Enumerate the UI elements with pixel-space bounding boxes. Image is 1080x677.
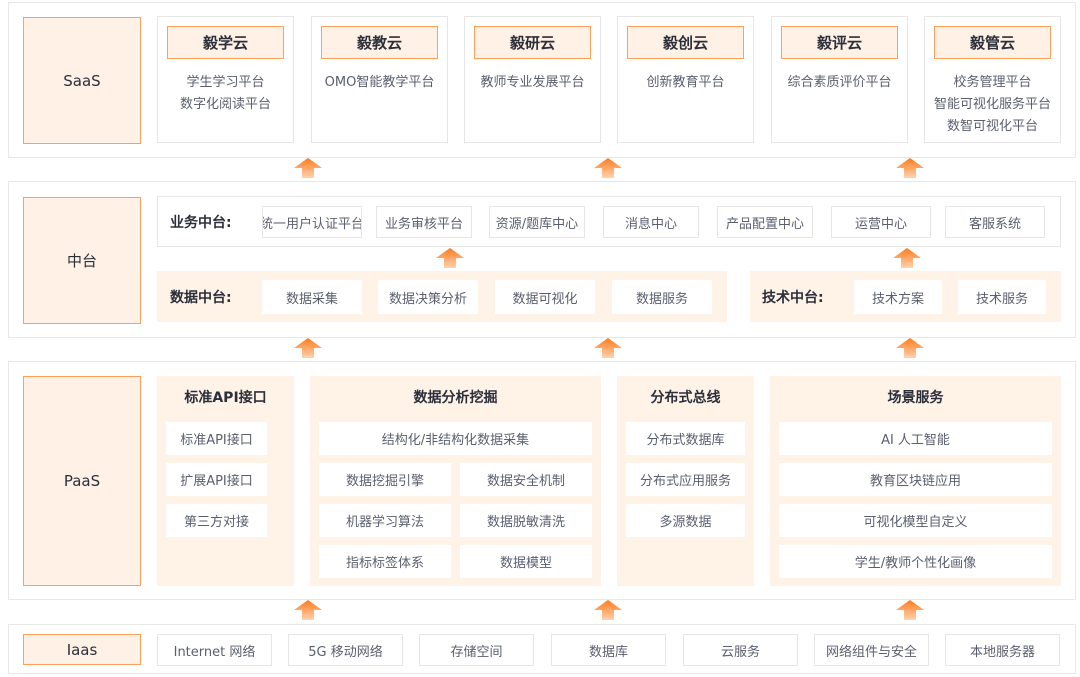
paas-column-title: 分布式总线 [650,390,721,406]
paas-item: 分布式数据库 [626,422,745,455]
tech-item: 技术方案 [854,280,942,314]
business-item: 业务审核平台 [376,206,472,238]
saas-product-card: 毅研云教师专业发展平台 [464,16,601,143]
paas-item: 指标标签体系 [319,545,451,578]
saas-product-card: 毅管云校务管理平台智能可视化服务平台数智可视化平台 [924,16,1061,143]
business-item: 消息中心 [603,206,699,238]
paas-item: 扩展API接口 [166,463,267,496]
up-arrow-icon [293,338,323,358]
product-platforms: 教师专业发展平台 [465,72,600,94]
up-arrow-icon [895,158,925,178]
paas-item: 数据安全机制 [460,463,592,496]
business-item: 统一用户认证平台 [262,206,362,238]
saas-product-card: 毅创云创新教育平台 [617,16,754,143]
iaas-item: 云服务 [683,634,798,666]
data-item: 数据可视化 [495,280,595,314]
up-arrow-icon [895,600,925,620]
platform-name: 数智可视化平台 [946,119,1038,134]
iaas-label: Iaas [23,634,141,665]
business-item: 产品配置中心 [717,206,813,238]
product-platforms: 校务管理平台智能可视化服务平台数智可视化平台 [925,72,1060,138]
saas-product-card: 毅评云综合素质评价平台 [771,16,908,143]
tech-item: 技术服务 [958,280,1046,314]
paas-column-title: 场景服务 [887,390,944,406]
platform-name: 综合素质评价平台 [787,75,892,90]
business-platform-title: 业务中台: [170,215,232,231]
product-title: 毅研云 [474,26,591,59]
paas-item: 学生/教师个性化画像 [779,545,1052,578]
platform-name: 创新教育平台 [646,75,725,90]
iaas-item: Internet 网络 [157,634,272,666]
up-arrow-icon [435,248,465,268]
platform-name: 数字化阅读平台 [179,97,271,112]
product-platforms: 学生学习平台数字化阅读平台 [158,72,293,116]
data-item: 数据采集 [262,280,362,314]
up-arrow-icon [593,338,623,358]
paas-label: PaaS [23,376,141,586]
up-arrow-icon [593,600,623,620]
data-item: 数据服务 [612,280,712,314]
paas-item: 数据模型 [460,545,592,578]
iaas-item: 网络组件与安全 [814,634,929,666]
platform-name: 校务管理平台 [953,75,1032,90]
product-platforms: 创新教育平台 [618,72,753,94]
middle-label: 中台 [23,197,141,324]
paas-item: 标准API接口 [166,422,267,455]
tech-platform-title: 技术中台: [762,290,824,306]
platform-name: 学生学习平台 [186,75,265,90]
iaas-item: 5G 移动网络 [288,634,403,666]
saas-label: SaaS [23,17,141,144]
platform-name: 智能可视化服务平台 [933,97,1051,112]
paas-item: 机器学习算法 [319,504,451,537]
paas-column-title: 数据分析挖掘 [413,390,498,406]
paas-item: 数据脱敏清洗 [460,504,592,537]
saas-product-card: 毅教云 OMO智能教学平台 [311,16,448,143]
product-platforms: 综合素质评价平台 [772,72,907,94]
up-arrow-icon [593,158,623,178]
product-title: 毅教云 [321,26,438,59]
iaas-item: 本地服务器 [945,634,1060,666]
data-platform-title: 数据中台: [170,290,232,306]
business-item: 运营中心 [831,206,931,238]
business-item: 客服系统 [945,206,1045,238]
up-arrow-icon [892,248,922,268]
platform-name: 教师专业发展平台 [480,75,585,90]
paas-column-title: 标准API接口 [184,390,267,406]
saas-product-card: 毅学云学生学习平台数字化阅读平台 [157,16,294,143]
paas-item: 结构化/非结构化数据采集 [319,422,592,455]
up-arrow-icon [293,600,323,620]
paas-item: 第三方对接 [166,504,267,537]
paas-item: 数据挖掘引擎 [319,463,451,496]
data-item: 数据决策分析 [378,280,478,314]
paas-item: 教育区块链应用 [779,463,1052,496]
product-title: 毅创云 [627,26,744,59]
paas-item: AI 人工智能 [779,422,1052,455]
paas-item: 分布式应用服务 [626,463,745,496]
platform-name: OMO智能教学平台 [324,75,435,90]
product-title: 毅评云 [781,26,898,59]
up-arrow-icon [293,158,323,178]
up-arrow-icon [895,338,925,358]
paas-item: 多源数据 [626,504,745,537]
iaas-item: 存储空间 [419,634,534,666]
product-title: 毅学云 [167,26,284,59]
paas-item: 可视化模型自定义 [779,504,1052,537]
product-platforms: OMO智能教学平台 [312,72,447,94]
business-item: 资源/题库中心 [489,206,585,238]
product-title: 毅管云 [934,26,1051,59]
iaas-item: 数据库 [551,634,666,666]
